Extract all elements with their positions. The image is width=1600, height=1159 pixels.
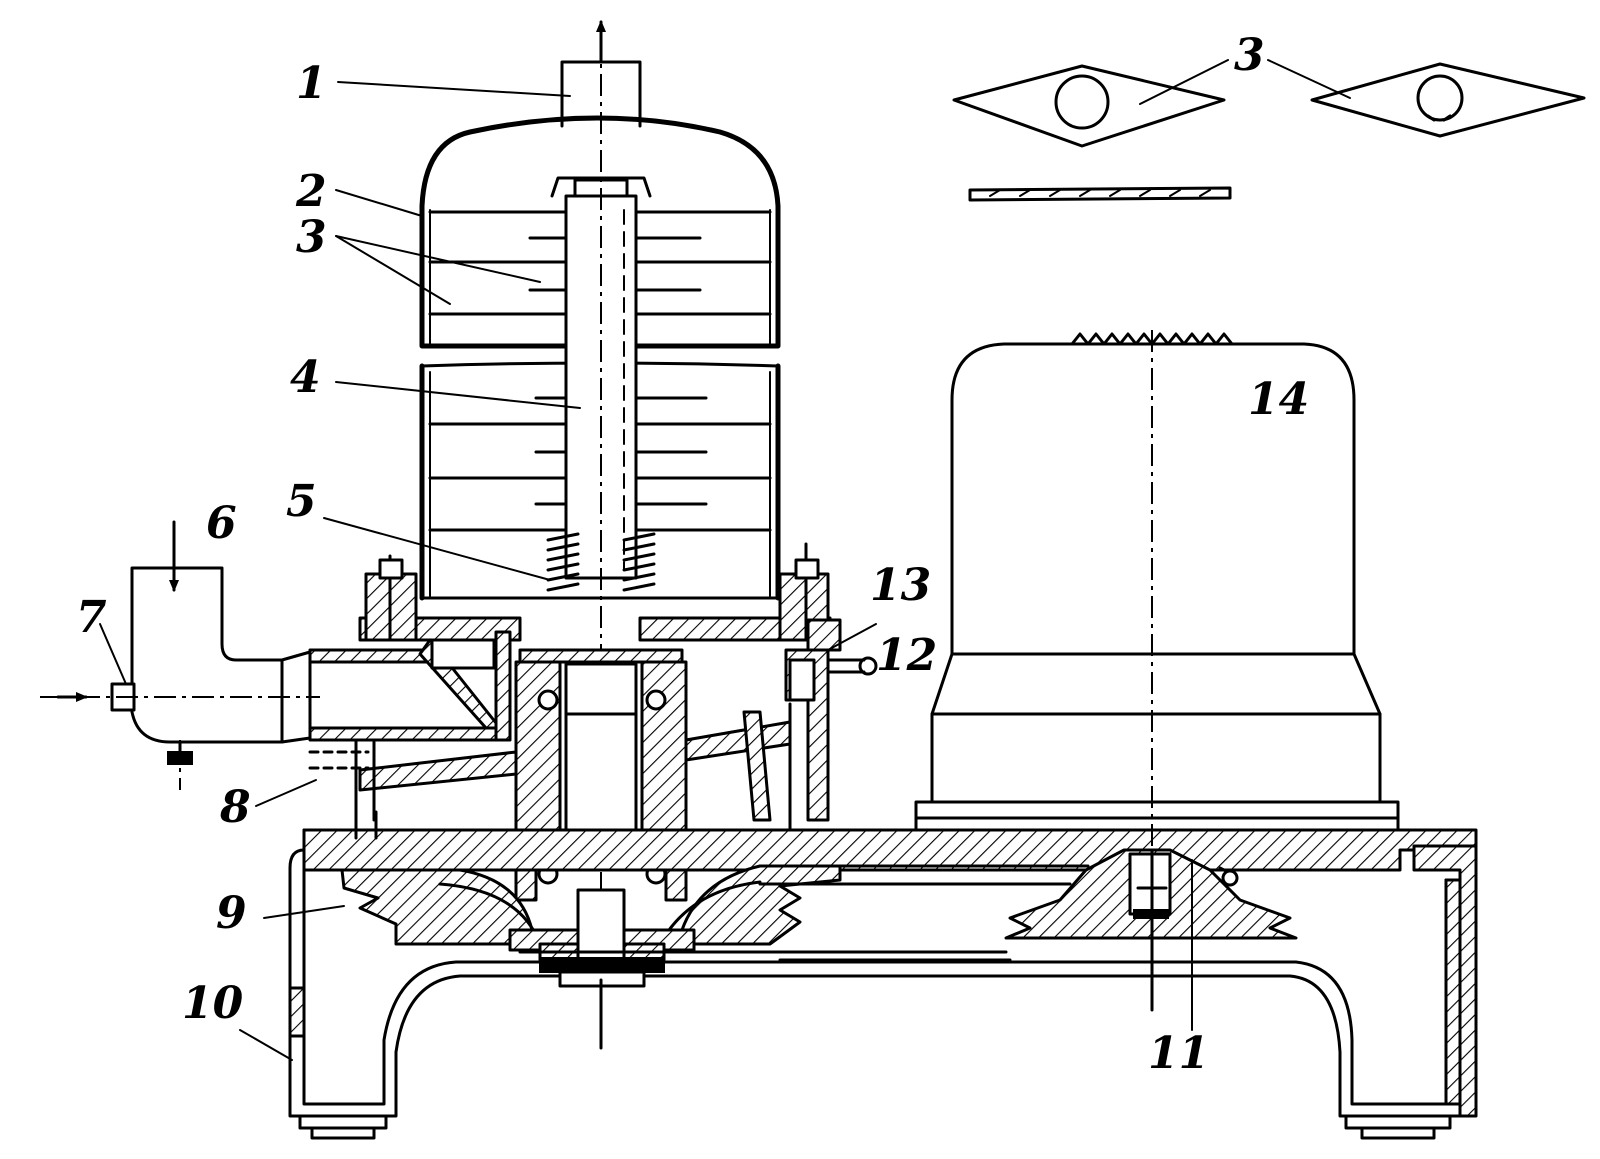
callout-2: 2 — [295, 166, 327, 217]
drum-dome — [419, 115, 781, 349]
plate-detail-edge — [968, 186, 1232, 202]
callout-6: 6 — [206, 498, 237, 549]
callout-10: 10 — [182, 978, 244, 1029]
separator-plates-upper — [428, 210, 772, 316]
spring — [546, 532, 656, 592]
callout-7: 7 — [76, 592, 107, 643]
drum-lower — [419, 363, 781, 601]
callout-13: 13 — [870, 560, 931, 611]
callout-8: 8 — [219, 782, 251, 833]
drive-belt — [518, 864, 1090, 962]
inlet-housing — [130, 566, 284, 744]
callout-9: 9 — [216, 888, 247, 939]
callout-5: 5 — [286, 476, 317, 527]
separator-plates-lower — [428, 396, 772, 532]
base-frame — [288, 810, 1478, 1140]
plate-detail-left — [952, 64, 1226, 148]
drum-pulley — [340, 868, 534, 946]
leader-lines — [99, 59, 1351, 1061]
callout-12: 12 — [876, 630, 937, 681]
callout-3: 3 — [296, 212, 327, 263]
plate-detail-views — [952, 62, 1586, 202]
outlet-pipe — [560, 60, 642, 128]
electric-motor — [914, 330, 1400, 1010]
callout-11: 11 — [1148, 1028, 1209, 1079]
plate-detail-right — [1310, 62, 1586, 138]
callout-3-detail: 3 — [1234, 30, 1265, 81]
callout-4: 4 — [290, 352, 321, 403]
callout-1: 1 — [296, 58, 327, 109]
callout-14: 14 — [1248, 374, 1309, 425]
